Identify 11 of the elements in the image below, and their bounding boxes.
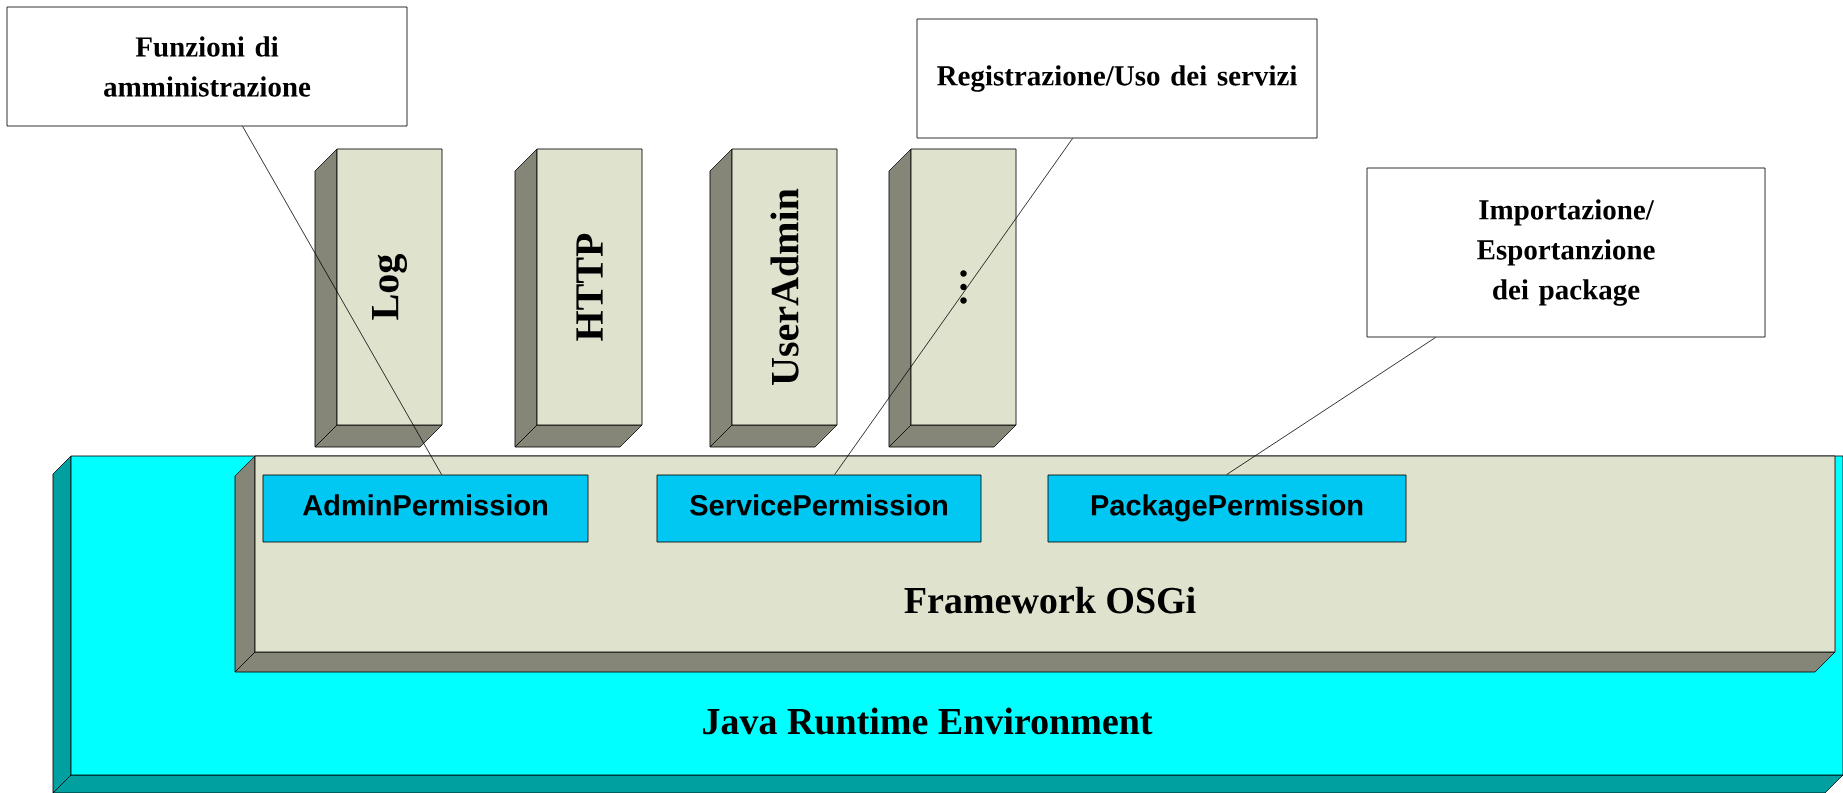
permission-box: ServicePermission: [656, 474, 982, 543]
bundle-block: HTTP: [514, 148, 643, 448]
bundle-block: Log: [314, 148, 443, 448]
bundle-block: UserAdmin: [709, 148, 838, 448]
callout-box: Registrazione/Uso dei servizi: [916, 18, 1318, 139]
bundle-block: …: [888, 148, 1017, 448]
leader-line: [1226, 337, 1436, 475]
permission-box: PackagePermission: [1047, 474, 1407, 543]
callout-box: Importazione/ Esportanzione dei package: [1366, 167, 1766, 338]
callout-box: Funzioni di amministrazione: [6, 6, 408, 127]
permission-box: AdminPermission: [262, 474, 589, 543]
